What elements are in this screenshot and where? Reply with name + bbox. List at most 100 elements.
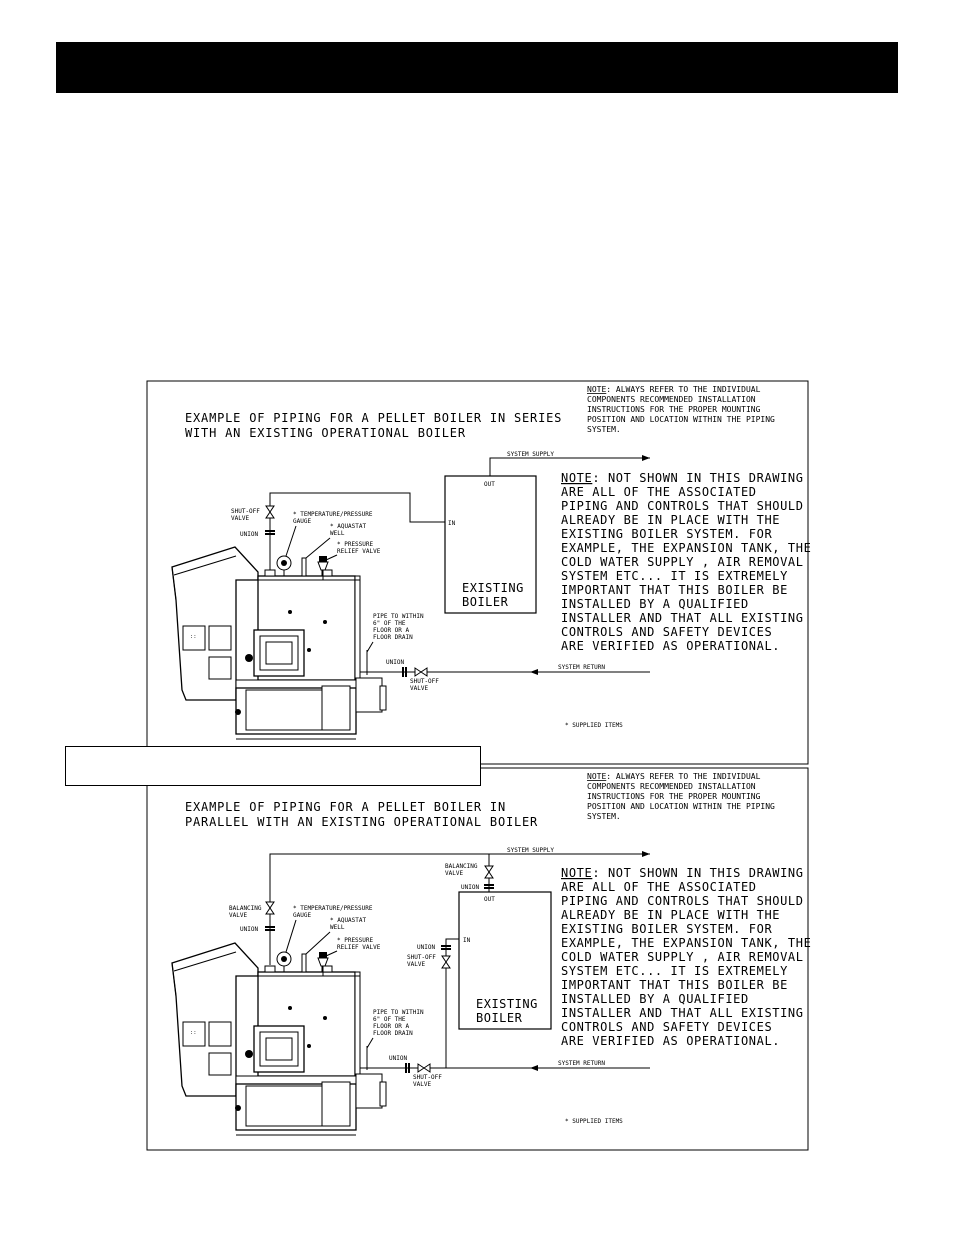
svg-text:NOTE: ALWAYS REFER TO THE INDI: NOTE: ALWAYS REFER TO THE INDIVIDUAL bbox=[587, 385, 761, 394]
port-in-label: IN bbox=[448, 520, 456, 527]
diagram-title: EXAMPLE OF PIPING FOR A PELLET BOILER IN bbox=[185, 800, 506, 814]
system-return-label: SYSTEM RETURN bbox=[558, 1060, 605, 1067]
pipe-note: FLOOR DRAIN bbox=[373, 634, 413, 641]
temp-gauge-label: * TEMPERATURE/PRESSURE bbox=[293, 511, 373, 518]
note-line: : ALWAYS REFER TO THE INDIVIDUAL bbox=[606, 772, 760, 781]
union-label: UNION bbox=[461, 884, 479, 891]
temp-gauge-label: * TEMPERATURE/PRESSURE bbox=[293, 905, 373, 912]
header-bar bbox=[56, 42, 898, 93]
shutoff-valve-label: VALVE bbox=[231, 515, 249, 522]
pipe-note: 6" OF THE bbox=[373, 620, 406, 627]
note-line: IMPORTANT THAT THIS BOILER BE bbox=[561, 978, 788, 992]
note-line: ARE VERIFIED AS OPERATIONAL. bbox=[561, 639, 780, 653]
aquastat-label: WELL bbox=[330, 530, 345, 537]
union-label: UNION bbox=[389, 1055, 407, 1062]
note-line: COMPONENTS RECOMMENDED INSTALLATION bbox=[587, 782, 756, 791]
shutoff-valve-label: SHUT-OFF bbox=[407, 954, 436, 961]
shutoff-valve-label: VALVE bbox=[413, 1081, 431, 1088]
note-line: CONTROLS AND SAFETY DEVICES bbox=[561, 625, 772, 639]
shutoff-valve-label: SHUT-OFF bbox=[231, 508, 260, 515]
note-line: EXAMPLE, THE EXPANSION TANK, THE bbox=[561, 936, 811, 950]
main-note: NOTE: NOT SHOWN IN THIS DRAWING ARE ALL … bbox=[561, 866, 811, 1048]
note-line: SYSTEM ETC... IT IS EXTREMELY bbox=[561, 964, 788, 978]
note-line: PIPING AND CONTROLS THAT SHOULD bbox=[561, 894, 804, 908]
note-line: INSTRUCTIONS FOR THE PROPER MOUNTING bbox=[587, 405, 761, 414]
existing-boiler-label: BOILER bbox=[476, 1011, 523, 1025]
note-line: ALREADY BE IN PLACE WITH THE bbox=[561, 908, 780, 922]
temp-gauge-label: GAUGE bbox=[293, 912, 311, 919]
shutoff-valve-label: SHUT-OFF bbox=[410, 678, 439, 685]
pipe-note: FLOOR OR A bbox=[373, 1023, 410, 1030]
note-line: POSITION AND LOCATION WITHIN THE PIPING bbox=[587, 415, 775, 424]
top-note: NOTE: ALWAYS REFER TO THE INDIVIDUAL COM… bbox=[587, 385, 775, 434]
pipe-note: PIPE TO WITHIN bbox=[373, 1009, 424, 1016]
note-line: INSTRUCTIONS FOR THE PROPER MOUNTING bbox=[587, 792, 761, 801]
note-prefix: NOTE bbox=[561, 471, 592, 485]
existing-boiler-label: BOILER bbox=[462, 595, 509, 609]
port-out-label: OUT bbox=[484, 896, 495, 903]
note-line: COLD WATER SUPPLY , AIR REMOVAL bbox=[561, 555, 804, 569]
system-supply-label: SYSTEM SUPPLY bbox=[507, 847, 554, 854]
note-line: SYSTEM. bbox=[587, 812, 621, 821]
balancing-valve-label: BALANCING bbox=[445, 863, 478, 870]
note-line: COMPONENTS RECOMMENDED INSTALLATION bbox=[587, 395, 756, 404]
relief-valve-label: RELIEF VALVE bbox=[337, 548, 381, 555]
svg-text:NOTE: ALWAYS REFER TO THE INDI: NOTE: ALWAYS REFER TO THE INDIVIDUAL bbox=[587, 772, 761, 781]
balancing-valve-label: VALVE bbox=[445, 870, 463, 877]
note-line: ARE VERIFIED AS OPERATIONAL. bbox=[561, 1034, 780, 1048]
pipe-note: FLOOR DRAIN bbox=[373, 1030, 413, 1037]
top-note: NOTE: ALWAYS REFER TO THE INDIVIDUAL COM… bbox=[587, 772, 775, 821]
union-label: UNION bbox=[386, 659, 404, 666]
note-line: INSTALLED BY A QUALIFIED bbox=[561, 597, 749, 611]
existing-boiler bbox=[444, 475, 537, 614]
pipe-note: PIPE TO WITHIN bbox=[373, 613, 424, 620]
note-line: POSITION AND LOCATION WITHIN THE PIPING bbox=[587, 802, 775, 811]
port-in-label: IN bbox=[463, 937, 471, 944]
note-line: COLD WATER SUPPLY , AIR REMOVAL bbox=[561, 950, 804, 964]
note-line: CONTROLS AND SAFETY DEVICES bbox=[561, 1020, 772, 1034]
diagram-title: PARALLEL WITH AN EXISTING OPERATIONAL BO… bbox=[185, 815, 538, 829]
note-line: EXISTING BOILER SYSTEM. FOR bbox=[561, 922, 772, 936]
pipe-note: FLOOR OR A bbox=[373, 627, 410, 634]
note-line: INSTALLER AND THAT ALL EXISTING bbox=[561, 1006, 804, 1020]
note-line: EXISTING BOILER SYSTEM. FOR bbox=[561, 527, 772, 541]
supplied-items-label: * SUPPLIED ITEMS bbox=[565, 722, 623, 729]
series-diagram: EXAMPLE OF PIPING FOR A PELLET BOILER IN… bbox=[146, 380, 811, 765]
system-supply-label: SYSTEM SUPPLY bbox=[507, 451, 554, 458]
note-line: ALREADY BE IN PLACE WITH THE bbox=[561, 513, 780, 527]
aquastat-label: * AQUASTAT bbox=[330, 523, 367, 530]
aquastat-label: WELL bbox=[330, 924, 345, 931]
temp-gauge-label: GAUGE bbox=[293, 518, 311, 525]
union-label: UNION bbox=[240, 926, 258, 933]
existing-boiler bbox=[458, 891, 552, 1030]
existing-boiler-label: EXISTING bbox=[462, 581, 524, 595]
note-line: INSTALLED BY A QUALIFIED bbox=[561, 992, 749, 1006]
note-line: : NOT SHOWN IN THIS DRAWING bbox=[592, 866, 803, 880]
union-label: UNION bbox=[417, 944, 435, 951]
balancing-valve-label: VALVE bbox=[229, 912, 247, 919]
note-line: SYSTEM. bbox=[587, 425, 621, 434]
note-prefix: NOTE bbox=[561, 866, 592, 880]
note-line: ARE ALL OF THE ASSOCIATED bbox=[561, 485, 757, 499]
note-line: ARE ALL OF THE ASSOCIATED bbox=[561, 880, 757, 894]
diagram-title: WITH AN EXISTING OPERATIONAL BOILER bbox=[185, 426, 466, 440]
shutoff-valve-label: VALVE bbox=[410, 685, 428, 692]
existing-boiler-label: EXISTING bbox=[476, 997, 538, 1011]
note-line: : NOT SHOWN IN THIS DRAWING bbox=[592, 471, 803, 485]
port-out-label: OUT bbox=[484, 481, 495, 488]
shutoff-valve-label: SHUT-OFF bbox=[413, 1074, 442, 1081]
note-line: SYSTEM ETC... IT IS EXTREMELY bbox=[561, 569, 788, 583]
note-line: : ALWAYS REFER TO THE INDIVIDUAL bbox=[606, 385, 760, 394]
aquastat-label: * AQUASTAT bbox=[330, 917, 367, 924]
system-return-label: SYSTEM RETURN bbox=[558, 664, 605, 671]
supplied-items-label: * SUPPLIED ITEMS bbox=[565, 1118, 623, 1125]
shutoff-valve-label: VALVE bbox=[407, 961, 425, 968]
svg-text:NOTE: NOT SHOWN IN THIS DRAWIN: NOTE: NOT SHOWN IN THIS DRAWING bbox=[561, 866, 804, 880]
note-prefix: NOTE bbox=[587, 772, 606, 781]
note-line: PIPING AND CONTROLS THAT SHOULD bbox=[561, 499, 804, 513]
relief-valve-label: * PRESSURE bbox=[337, 937, 374, 944]
main-note: NOTE: NOT SHOWN IN THIS DRAWING ARE ALL … bbox=[561, 471, 811, 653]
note-prefix: NOTE bbox=[587, 385, 606, 394]
diagram-title: EXAMPLE OF PIPING FOR A PELLET BOILER IN… bbox=[185, 411, 562, 425]
